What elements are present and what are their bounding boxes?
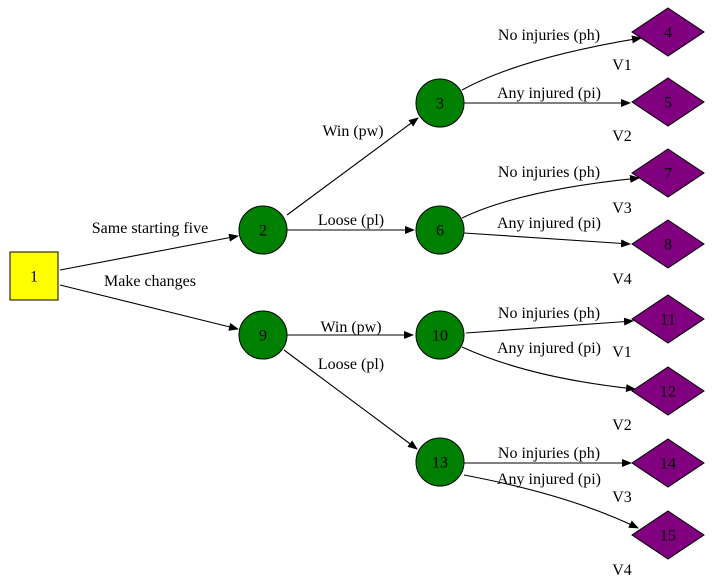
- terminal-value-label-4: V1: [612, 57, 632, 74]
- node-6: 6: [415, 205, 465, 255]
- edge-label-n6-n7: No injuries (ph): [498, 164, 600, 181]
- edge-label-n2-n6: Loose (pl): [318, 212, 384, 229]
- node-label: 1: [30, 269, 38, 286]
- node-label: 8: [664, 237, 672, 254]
- node-14: 14: [631, 438, 705, 488]
- node-label: 6: [436, 223, 444, 240]
- edge-label-n10-n11: No injuries (ph): [498, 305, 600, 322]
- terminal-node-diamond: [631, 77, 705, 127]
- node-label: 3: [436, 96, 444, 113]
- chance-node-circle: [415, 78, 465, 128]
- node-3: 3: [415, 78, 465, 128]
- node-label: 4: [664, 25, 672, 42]
- edge-n2-n3-arrow: [286, 117, 419, 216]
- edge-label-n3-n4: No injuries (ph): [498, 27, 600, 44]
- node-label: 5: [664, 95, 672, 112]
- terminal-value-label-14: V3: [612, 489, 632, 506]
- edge-n1-n2-arrow: [59, 233, 239, 271]
- decision-node-square: [9, 251, 59, 301]
- edge-label-n6-n8: Any injured (pi): [497, 215, 601, 232]
- edge-label-n9-n10: Win (pw): [320, 319, 381, 336]
- edge-label-n3-n5: Any injured (pi): [497, 85, 601, 102]
- terminal-node-diamond: [631, 7, 705, 57]
- node-13: 13: [415, 437, 465, 487]
- terminal-node-diamond: [631, 366, 705, 416]
- node-label: 2: [259, 223, 267, 240]
- node-2: 2: [238, 205, 288, 255]
- terminal-value-label-7: V3: [612, 200, 632, 217]
- chance-node-circle: [415, 437, 465, 487]
- node-label: 15: [660, 528, 676, 545]
- edge-label-n13-n14: No injuries (ph): [498, 445, 600, 462]
- edge-n6-n8-arrow: [463, 232, 631, 248]
- edge-n1-n9-arrow: [59, 284, 239, 331]
- edges-layer: [59, 35, 642, 529]
- chance-node-circle: [238, 310, 288, 360]
- node-9: 9: [238, 310, 288, 360]
- terminal-value-label-11: V1: [612, 344, 632, 361]
- node-11: 11: [631, 294, 705, 344]
- node-label: 12: [660, 384, 676, 401]
- node-4: 4: [631, 7, 705, 57]
- edge-n13-n15-arrow: [463, 474, 639, 529]
- terminal-value-label-12: V2: [612, 417, 632, 434]
- chance-node-circle: [415, 310, 465, 360]
- node-label: 13: [432, 455, 448, 472]
- edge-label-n13-n15: Any injured (pi): [497, 471, 601, 488]
- node-label: 7: [664, 166, 672, 183]
- node-7: 7: [631, 148, 705, 198]
- node-label: 11: [660, 312, 675, 329]
- edge-n6-n7-arrow: [461, 174, 640, 219]
- edge-label-n1-n2: Same starting five: [92, 220, 208, 237]
- node-1: 1: [9, 251, 59, 301]
- terminal-node-diamond: [631, 219, 705, 269]
- node-label: 14: [660, 456, 676, 473]
- terminal-value-label-8: V4: [612, 271, 632, 288]
- terminal-node-diamond: [631, 148, 705, 198]
- edge-label-n1-n9: Make changes: [104, 273, 196, 290]
- node-10: 10: [415, 310, 465, 360]
- edge-label-n10-n12: Any injured (pi): [497, 340, 601, 357]
- terminal-node-diamond: [631, 510, 705, 560]
- terminal-value-label-5: V2: [612, 128, 632, 145]
- chance-node-circle: [415, 205, 465, 255]
- terminal-node-diamond: [631, 294, 705, 344]
- terminal-node-diamond: [631, 438, 705, 488]
- edge-n9-n13-arrow: [283, 349, 418, 450]
- chance-node-circle: [238, 205, 288, 255]
- node-label: 9: [259, 328, 267, 345]
- edge-n10-n12-arrow: [461, 346, 636, 393]
- node-label: 10: [432, 328, 448, 345]
- node-12: 12: [631, 366, 705, 416]
- node-15: 15: [631, 510, 705, 560]
- edge-n10-n11-arrow: [465, 317, 634, 334]
- node-8: 8: [631, 219, 705, 269]
- edge-label-n2-n3: Win (pw): [322, 123, 383, 140]
- edge-label-n9-n13: Loose (pl): [318, 356, 384, 373]
- edge-n3-n4-arrow: [461, 35, 642, 91]
- node-5: 5: [631, 77, 705, 127]
- terminal-value-label-15: V4: [612, 562, 632, 579]
